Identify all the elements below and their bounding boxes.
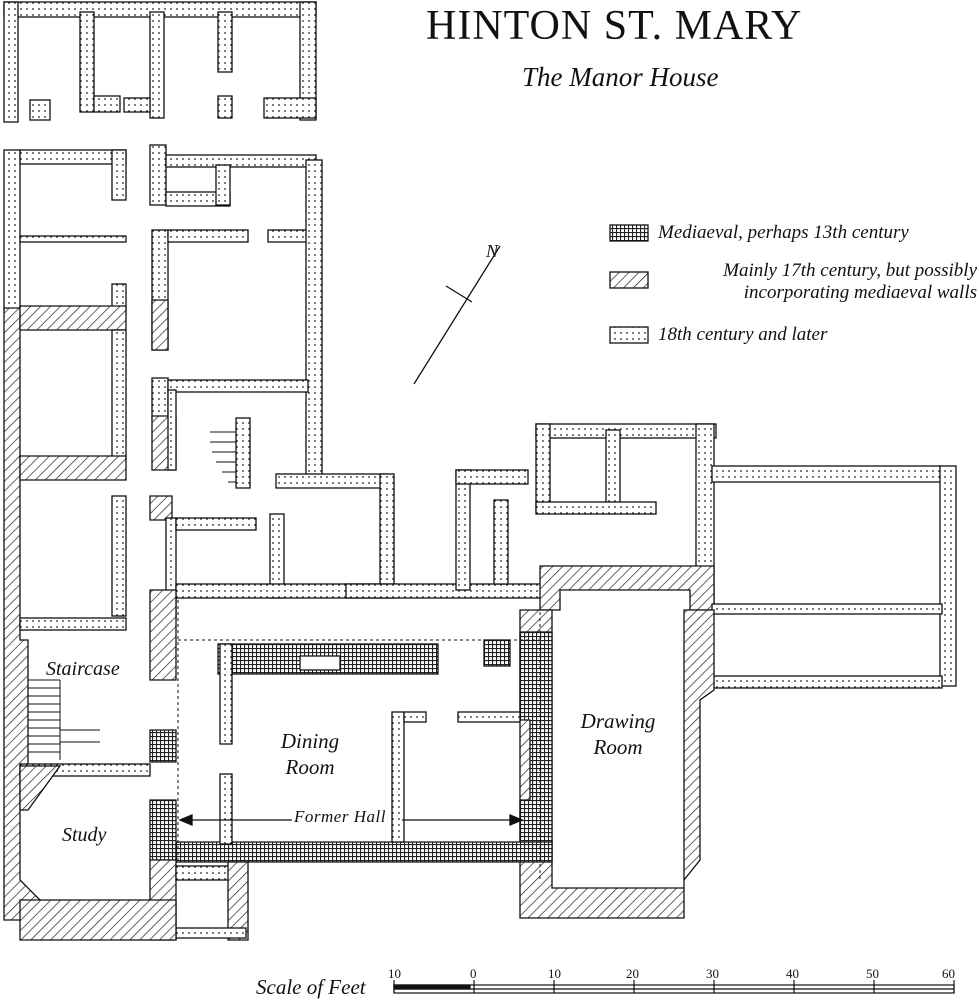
- room-label-former-hall: Former Hall: [294, 807, 386, 826]
- scale-bar: [393, 980, 955, 994]
- wall: [3, 1, 19, 123]
- wall: [711, 465, 943, 483]
- wall: [227, 861, 249, 941]
- scale-tick: 20: [626, 966, 639, 981]
- scale-tick: 50: [866, 966, 879, 981]
- room-label-staircase: Staircase: [46, 658, 120, 680]
- wall: [29, 99, 51, 121]
- page-title: HINTON ST. MARY: [426, 3, 803, 49]
- wall: [299, 655, 341, 671]
- scale-tick: 10: [548, 966, 561, 981]
- wall: [305, 159, 323, 481]
- scale-tick: 30: [706, 966, 719, 981]
- wall: [123, 97, 151, 113]
- scale-label: Scale of Feet: [256, 975, 366, 999]
- wall: [165, 154, 317, 168]
- wall: [217, 11, 233, 73]
- wall: [19, 305, 127, 331]
- wall: [19, 899, 177, 941]
- wall: [149, 799, 177, 861]
- legend-item-18th-century: 18th century and later: [658, 324, 968, 346]
- wall: [519, 631, 553, 861]
- wall: [167, 379, 309, 393]
- wall: [493, 499, 509, 585]
- wall: [19, 617, 127, 631]
- legend-label: Mediaeval, perhaps 13th century: [658, 222, 909, 243]
- wall: [19, 235, 127, 243]
- wall: [235, 417, 251, 489]
- wall: [149, 729, 177, 763]
- wall: [151, 377, 169, 419]
- walls: [3, 1, 957, 941]
- wall: [483, 639, 511, 667]
- wall: [455, 469, 529, 485]
- wall: [3, 149, 21, 311]
- legend-swatch-grid: [609, 224, 649, 242]
- wall: [151, 299, 169, 351]
- wall: [3, 307, 62, 921]
- wall: [275, 473, 387, 489]
- wall: [535, 423, 551, 511]
- wall: [535, 501, 657, 515]
- staircase-treads: [28, 431, 236, 760]
- north-arrow: [413, 245, 501, 385]
- legend-label: Mainly 17th century, but possibly incorp…: [723, 260, 977, 303]
- wall: [167, 389, 177, 471]
- wall: [19, 765, 62, 811]
- legend-swatch-dots: [609, 326, 649, 344]
- wall: [149, 144, 167, 206]
- wall: [457, 711, 521, 723]
- legend-item-17th-century: Mainly 17th century, but possibly incorp…: [652, 260, 977, 304]
- former-hall-arrow: [178, 814, 524, 826]
- wall: [175, 841, 553, 863]
- legend-item-mediaeval: Mediaeval, perhaps 13th century: [658, 222, 968, 244]
- wall: [403, 711, 427, 723]
- wall: [111, 495, 127, 617]
- wall: [263, 97, 317, 119]
- wall: [535, 423, 717, 439]
- wall: [391, 711, 405, 843]
- wall: [175, 517, 257, 531]
- wall: [379, 473, 395, 595]
- wall: [19, 149, 127, 165]
- wall: [93, 95, 121, 113]
- legend-label: 18th century and later: [658, 324, 828, 345]
- page-subtitle: The Manor House: [522, 62, 719, 92]
- wall: [939, 465, 957, 687]
- wall: [111, 329, 127, 461]
- scale-tick: 40: [786, 966, 799, 981]
- room-label-drawing-room: Drawing Room: [580, 709, 656, 759]
- wall: [711, 603, 943, 615]
- wall: [215, 164, 231, 206]
- wall: [149, 11, 165, 119]
- wall: [175, 927, 247, 939]
- scale-tick: 0: [470, 966, 477, 981]
- wall: [149, 495, 173, 521]
- legend-swatch-hatch: [609, 271, 649, 289]
- dotted-lines: [175, 600, 715, 910]
- wall: [111, 149, 127, 201]
- wall: [149, 589, 177, 681]
- wall: [219, 643, 233, 745]
- room-label-dining-room: Dining Room: [280, 729, 340, 779]
- scale-tick: 10: [388, 966, 401, 981]
- wall: [345, 583, 547, 599]
- wall: [219, 773, 233, 845]
- wall: [299, 1, 317, 121]
- scale-tick: 60: [942, 966, 955, 981]
- wall: [539, 565, 715, 611]
- wall: [79, 11, 95, 113]
- wall: [455, 469, 471, 591]
- wall: [711, 675, 943, 689]
- wall: [605, 429, 621, 511]
- north-label: N: [486, 241, 499, 261]
- wall: [19, 455, 127, 481]
- room-label-study: Study: [62, 824, 107, 846]
- wall: [217, 95, 233, 119]
- wall: [167, 229, 249, 243]
